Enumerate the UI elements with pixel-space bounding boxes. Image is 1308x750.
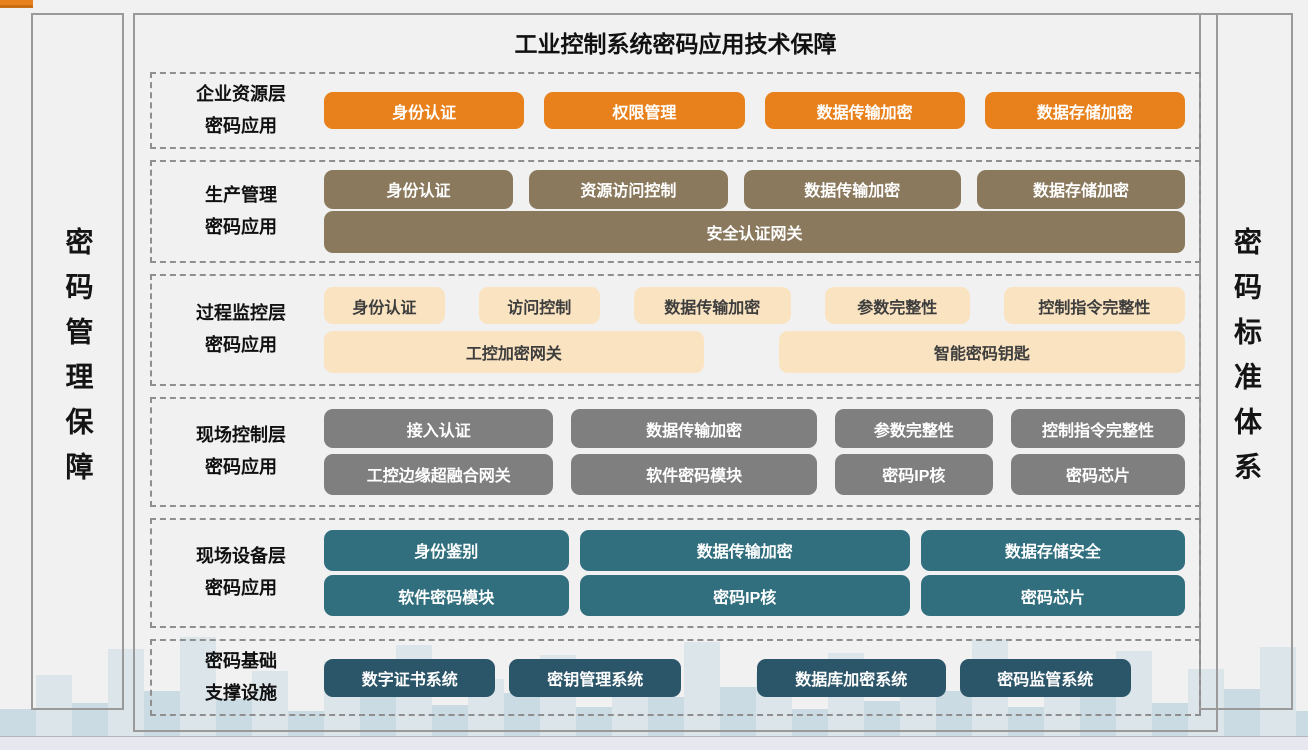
component-block: 身份鉴别 [324,529,569,571]
component-block: 数字证书系统 [324,658,496,697]
component-block: 工控加密网关 [324,330,704,373]
component-block: 智能密码钥匙 [778,330,1185,373]
page-title: 工业控制系统密码应用技术保障 [514,31,837,57]
layer-field-control: 现场控制层 密码应用 接入认证 数据传输加密 参数完整性 控制指令完整性 工控边… [150,396,1201,507]
right-sidebar-title: 密码标准体系 [1231,226,1262,497]
component-block: 接入认证 [324,409,554,449]
component-block: 资源访问控制 [529,169,728,209]
component-block: 数据传输加密 [743,169,962,209]
component-block: 安全认证网关 [324,211,1185,254]
layer-production-management: 生产管理 密码应用 身份认证 资源访问控制 数据传输加密 数据存储加密 安全认证… [150,160,1201,264]
layer-label: 现场设备层 密码应用 [196,546,286,598]
component-block: 数据传输加密 [633,287,791,325]
component-block: 参数完整性 [824,287,970,325]
main-diagram-box: 工业控制系统密码应用技术保障 企业资源层 密码应用 身份认证 权限管理 数据传输… [133,13,1218,732]
component-block: 访问控制 [478,287,600,325]
component-block: 密码IP核 [579,575,910,617]
layer-label: 生产管理 密码应用 [205,185,277,237]
component-block: 密码监管系统 [959,658,1132,697]
component-block: 控制指令完整性 [1003,287,1185,325]
component-block: 密码芯片 [920,575,1185,617]
layer-label: 企业资源层 密码应用 [196,84,286,136]
component-block: 数据传输加密 [571,409,817,449]
layer-label: 密码基础 支撑设施 [205,651,277,703]
left-sidebar-title: 密码管理保障 [62,226,94,497]
component-block: 数据存储安全 [920,529,1185,571]
layer-crypto-infrastructure: 密码基础 支撑设施 数字证书系统 密钥管理系统 数据库加密系统 密码监管系统 [150,639,1201,717]
component-block: 密码芯片 [1010,453,1185,495]
component-block: 数据传输加密 [579,529,910,571]
layer-label: 现场控制层 密码应用 [196,425,286,477]
component-block: 数据存储加密 [977,169,1185,209]
component-block: 身份认证 [324,287,445,325]
bottom-strip [0,736,1308,750]
component-block: 身份认证 [324,92,525,129]
layer-process-monitoring: 过程监控层 密码应用 身份认证 访问控制 数据传输加密 参数完整性 控制指令完整… [150,274,1201,386]
component-block: 密钥管理系统 [509,658,681,697]
layer-label: 过程监控层 密码应用 [196,303,286,355]
component-block: 工控边缘超融合网关 [324,453,554,495]
component-block: 密码IP核 [834,453,993,495]
layer-enterprise-resource: 企业资源层 密码应用 身份认证 权限管理 数据传输加密 数据存储加密 [150,72,1201,149]
component-block: 数据存储加密 [984,92,1185,129]
component-block: 参数完整性 [834,409,993,449]
component-block: 数据库加密系统 [756,658,946,697]
component-block: 控制指令完整性 [1010,409,1185,449]
corner-accent [0,0,33,8]
component-block: 软件密码模块 [324,575,569,617]
layer-field-device: 现场设备层 密码应用 身份鉴别 数据传输加密 数据存储安全 软件密码模块 密码I… [150,517,1201,629]
component-block: 数据传输加密 [764,92,965,129]
component-block: 软件密码模块 [571,453,817,495]
component-block: 权限管理 [544,92,745,129]
left-sidebar-box: 密码管理保障 [31,13,124,710]
component-block: 身份认证 [324,169,514,209]
